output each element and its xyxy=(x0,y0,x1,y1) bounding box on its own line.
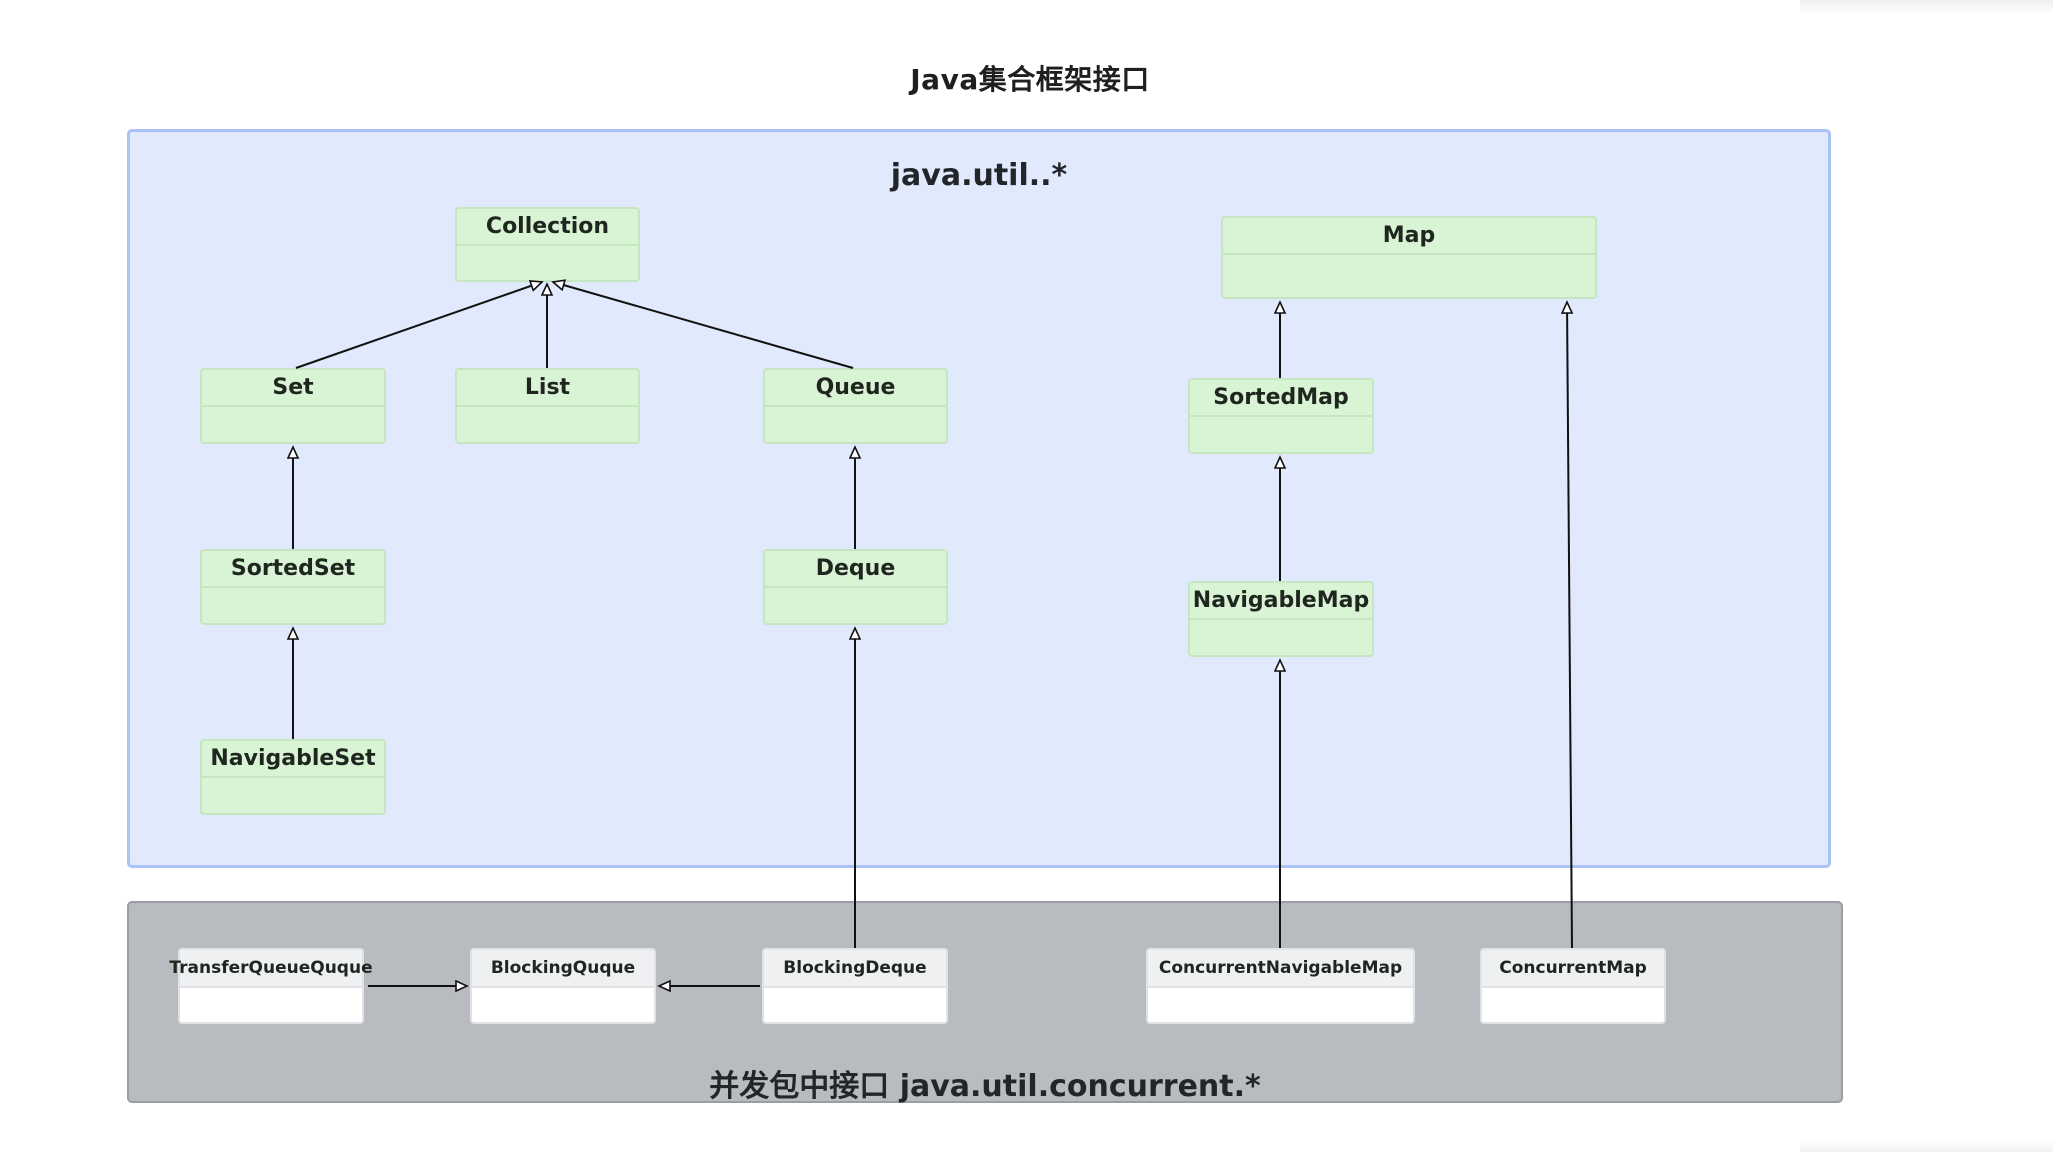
bottom-edge-shadow xyxy=(1800,1140,2053,1152)
top-edge-shadow xyxy=(1800,0,2053,14)
node-transferqueue[interactable]: TransferQueueQuque xyxy=(169,948,373,1024)
node-blockingdeque-label: BlockingDeque xyxy=(764,950,946,988)
node-blockingqueue[interactable]: BlockingQuque xyxy=(470,948,656,1024)
node-sortedset[interactable]: SortedSet xyxy=(200,549,386,625)
node-sortedmap[interactable]: SortedMap xyxy=(1188,378,1374,454)
node-navigableset[interactable]: NavigableSet xyxy=(200,739,386,815)
node-list[interactable]: List xyxy=(455,368,640,444)
node-collection-label: Collection xyxy=(457,209,638,246)
node-map-label: Map xyxy=(1223,218,1595,255)
node-map[interactable]: Map xyxy=(1221,216,1597,299)
node-set-label: Set xyxy=(202,370,384,407)
node-queue-label: Queue xyxy=(765,370,946,407)
package-java-util-label: java.util..* xyxy=(890,158,1068,193)
package-java-util-concurrent-label: 并发包中接口 java.util.concurrent.* xyxy=(709,1069,1261,1104)
node-blockingqueue-label: BlockingQuque xyxy=(472,950,654,988)
node-sortedmap-label: SortedMap xyxy=(1190,380,1372,417)
node-concurrentnavigablemap-label: ConcurrentNavigableMap xyxy=(1148,950,1413,988)
node-concurrentmap-label: ConcurrentMap xyxy=(1482,950,1664,988)
node-deque-label: Deque xyxy=(765,551,946,588)
node-collection[interactable]: Collection xyxy=(455,207,640,282)
node-navigableset-label: NavigableSet xyxy=(202,741,384,778)
node-set[interactable]: Set xyxy=(200,368,386,444)
node-list-label: List xyxy=(457,370,638,407)
node-navigablemap[interactable]: NavigableMap xyxy=(1188,581,1374,657)
node-sortedset-label: SortedSet xyxy=(202,551,384,588)
node-blockingdeque[interactable]: BlockingDeque xyxy=(762,948,948,1024)
diagram-title: Java集合框架接口 xyxy=(910,63,1150,96)
node-queue[interactable]: Queue xyxy=(763,368,948,444)
node-transferqueue-label: TransferQueueQuque xyxy=(169,950,373,988)
node-concurrentmap[interactable]: ConcurrentMap xyxy=(1480,948,1666,1024)
node-concurrentnavigablemap[interactable]: ConcurrentNavigableMap xyxy=(1146,948,1415,1024)
node-navigablemap-label: NavigableMap xyxy=(1190,583,1372,620)
node-deque[interactable]: Deque xyxy=(763,549,948,625)
